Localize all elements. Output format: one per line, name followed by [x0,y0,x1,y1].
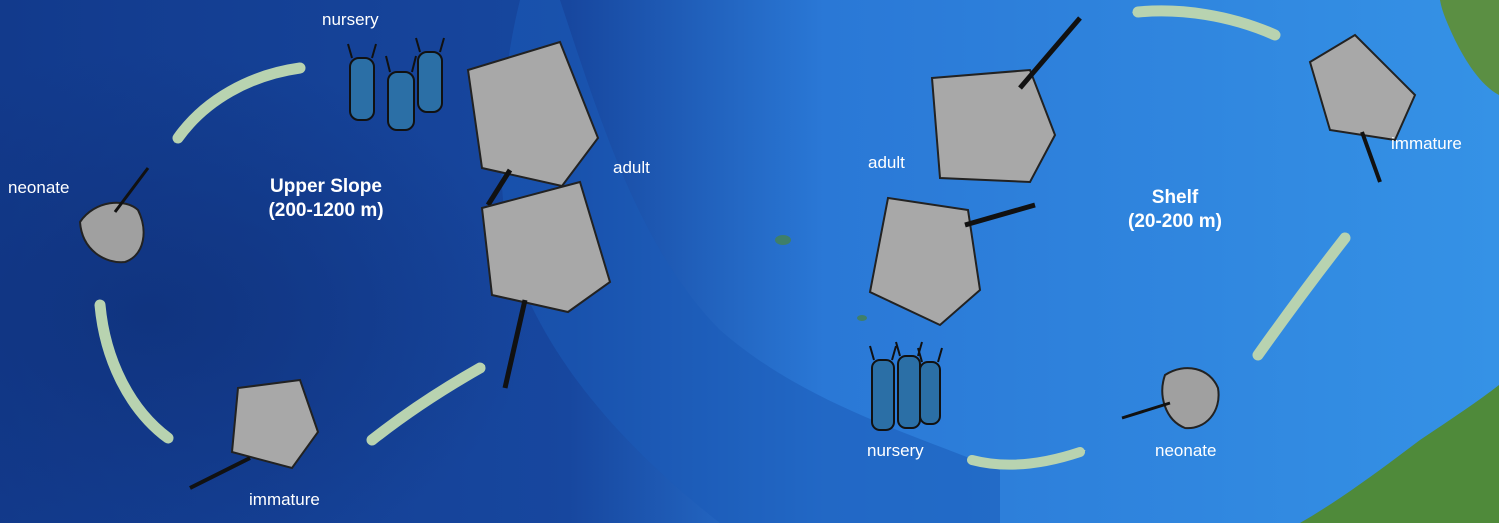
label-neonate-shelf: neonate [1155,441,1216,461]
zone-depth-shelf: (20-200 m) [1100,210,1250,234]
label-neonate-upper-slope: neonate [8,178,69,198]
label-adult-upper-slope: adult [613,158,650,178]
label-nursery-upper-slope: nursery [322,10,379,30]
zone-title-upper-slope: Upper Slope (200-1200 m) [236,175,416,223]
island [775,235,791,245]
zone-name-upper-slope: Upper Slope [236,175,416,199]
zone-title-shelf: Shelf (20-200 m) [1100,186,1250,234]
zone-name-shelf: Shelf [1100,186,1250,210]
zone-depth-upper-slope: (200-1200 m) [236,199,416,223]
label-adult-shelf: adult [868,153,905,173]
label-nursery-shelf: nursery [867,441,924,461]
label-immature-upper-slope: immature [249,490,320,510]
island [857,315,867,321]
label-immature-shelf: immature [1391,134,1462,154]
